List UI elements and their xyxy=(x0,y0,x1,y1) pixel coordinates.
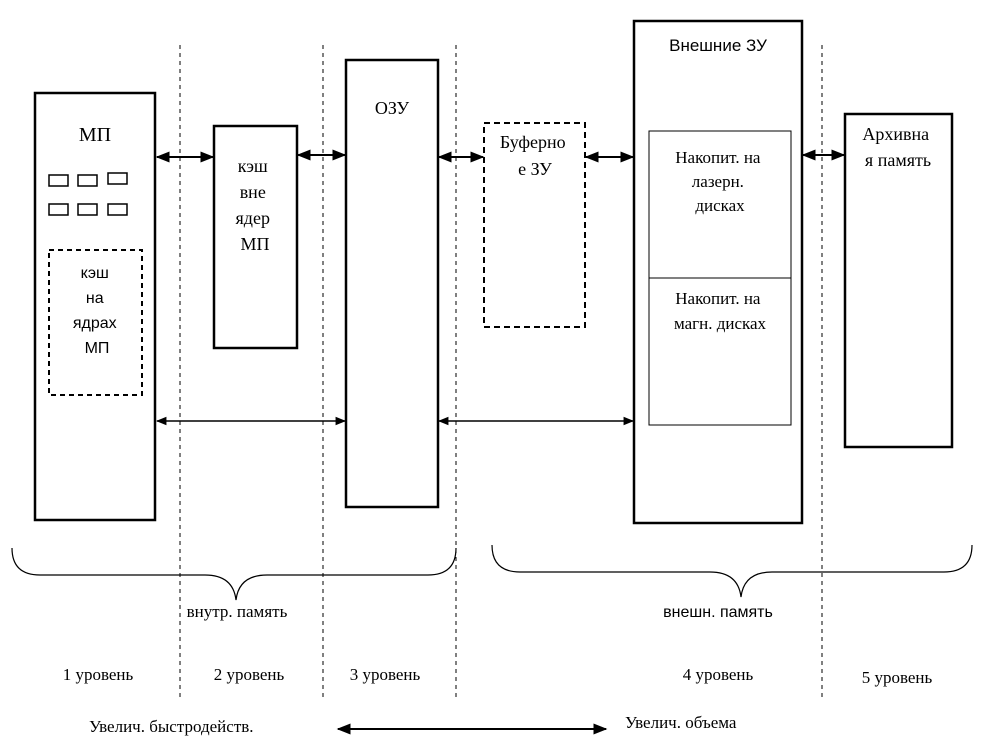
svg-text:кэш на ядрах: кэш на ядрах МП xyxy=(73,265,121,357)
core-cache-line: на xyxy=(86,290,104,307)
buffer-line: Буферно xyxy=(500,132,566,152)
ram-block: ОЗУ xyxy=(344,58,440,509)
level-label-1: 1 уровень xyxy=(63,665,134,684)
cache-outside-cores-block: кэш вне ядер МП xyxy=(212,124,299,350)
core-cache-box xyxy=(48,249,143,396)
magnetic-disk-line: Накопит. на xyxy=(675,289,761,308)
external-memory-brace xyxy=(491,544,973,598)
cache-outside-line: МП xyxy=(240,234,269,254)
core-cache-line: кэш xyxy=(81,265,109,282)
footer-speed-label: Увелич. быстродейств. xyxy=(89,717,254,736)
mp-block: МП кэш на ядрах МП xyxy=(33,91,157,522)
magnetic-disk-drive-box xyxy=(648,277,792,426)
level-label-2: 2 уровень xyxy=(214,665,285,684)
cache-outside-line: ядер xyxy=(236,208,270,228)
level-label-4: 4 уровень xyxy=(683,665,754,684)
external-memory-label: внешн. память xyxy=(663,604,773,621)
internal-memory-label: внутр. память xyxy=(187,602,288,621)
archive-line: я память xyxy=(865,150,931,170)
laser-disk-line: Накопит. на xyxy=(675,148,761,167)
svg-text:Архивна я память: Архивна я память xyxy=(862,124,933,170)
external-storage-title: Внешние ЗУ xyxy=(669,36,767,55)
level-label-3: 3 уровень xyxy=(350,665,421,684)
internal-memory-brace xyxy=(11,547,457,601)
core-cache-line: ядрах xyxy=(73,315,117,332)
laser-disk-line: лазерн. xyxy=(692,172,744,191)
cache-outside-line: кэш xyxy=(238,156,268,176)
mp-title: МП xyxy=(79,124,111,146)
laser-disk-line: дисках xyxy=(695,196,745,215)
buffer-line: е ЗУ xyxy=(518,159,552,179)
register-icons xyxy=(48,172,128,216)
svg-text:кэш вне ядер: кэш вне ядер МП xyxy=(236,156,275,254)
magnetic-disk-line: магн. дисках xyxy=(674,314,767,333)
external-storage-block: Внешние ЗУ Накопит. на лазерн. дисках На… xyxy=(632,19,804,525)
footer-volume-label: Увелич. объема xyxy=(625,713,737,732)
core-cache-line: МП xyxy=(85,340,110,357)
cache-outside-line: вне xyxy=(240,182,266,202)
svg-text:Накопит. на магн. дисках: Накопит. на магн. дисках xyxy=(674,289,767,333)
svg-text:Буферно е ЗУ: Буферно е ЗУ xyxy=(500,132,570,179)
archive-line: Архивна xyxy=(862,124,929,144)
buffer-memory-block: Буферно е ЗУ xyxy=(483,122,586,328)
level-label-5: 5 уровень xyxy=(862,668,933,687)
svg-text:Накопит. на лазерн.: Накопит. на лазерн. дисках xyxy=(675,148,764,215)
archive-memory-block: Архивна я память xyxy=(843,112,954,449)
ram-title: ОЗУ xyxy=(375,98,410,118)
